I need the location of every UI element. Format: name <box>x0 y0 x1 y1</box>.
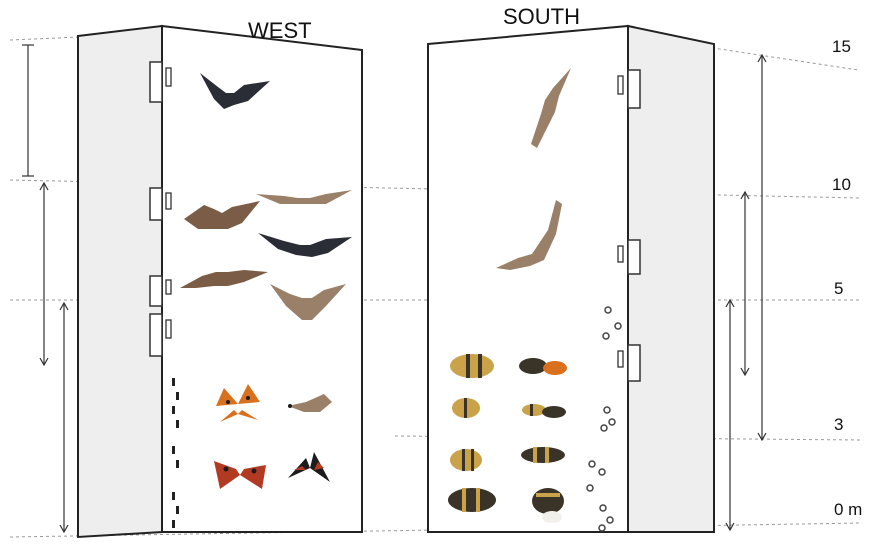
bat-box-slot <box>618 246 623 262</box>
bee-icon <box>452 398 480 418</box>
bat-box <box>628 240 640 274</box>
bat-box <box>150 276 162 306</box>
bat-box-slot <box>166 193 171 209</box>
bat-box <box>150 188 162 220</box>
bat-box-slot <box>618 351 623 367</box>
south-heading: SOUTH <box>503 4 580 29</box>
level-label-15: 15 <box>832 37 851 56</box>
west-heading: WEST <box>248 18 312 43</box>
south-dimension-arrows <box>726 55 766 530</box>
level-label-3: 3 <box>834 415 843 434</box>
west-dimension-arrows <box>22 45 68 532</box>
bat-box <box>628 345 640 381</box>
bee-icon <box>450 354 494 378</box>
bat-box <box>150 62 162 102</box>
bat-box-slot <box>166 68 171 86</box>
bee-icon <box>448 488 496 512</box>
bat-box-slot <box>166 280 171 294</box>
level-label-5: 5 <box>834 279 843 298</box>
bat-box-slot <box>618 76 623 94</box>
bat-box-slot <box>166 320 171 338</box>
level-label-0m: 0 m <box>834 500 862 519</box>
level-label-10: 10 <box>832 175 851 194</box>
bat-box <box>150 314 162 356</box>
bee-icon <box>450 449 482 471</box>
bee-icon <box>521 447 565 463</box>
bat-box <box>628 70 640 108</box>
